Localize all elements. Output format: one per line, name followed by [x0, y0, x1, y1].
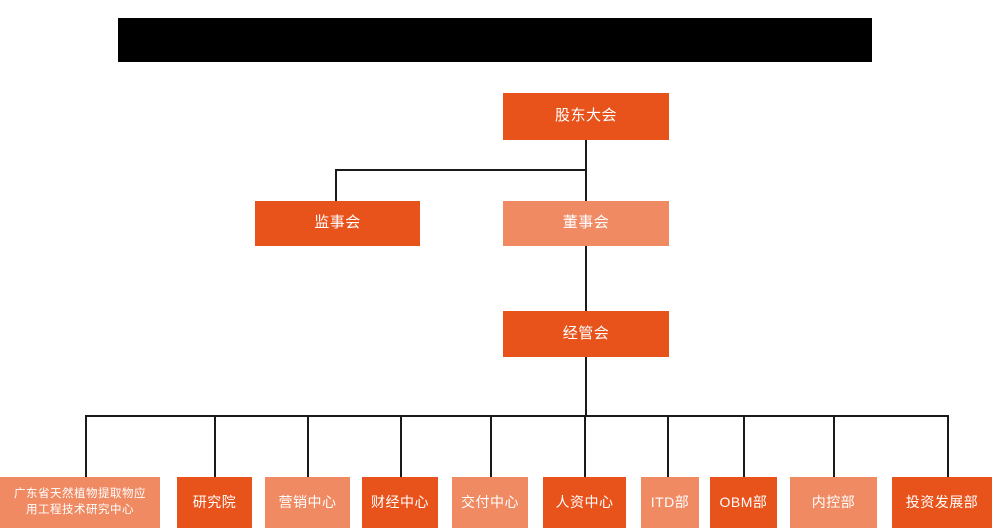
node-research-institute[interactable]: 研究院: [177, 477, 252, 528]
node-marketing-center[interactable]: 营销中心: [265, 477, 350, 528]
connector-drop-itd-dept: [667, 415, 669, 477]
node-investment-dev-dept[interactable]: 投资发展部: [892, 477, 992, 528]
node-shareholders[interactable]: 股东大会: [503, 93, 669, 140]
connector-drop-investment-dev-dept: [947, 415, 949, 477]
connector-shareholders-down: [585, 140, 587, 170]
node-finance-center-label: 财经中心: [371, 493, 429, 510]
node-marketing-center-label: 营销中心: [278, 493, 337, 510]
node-management-label: 经管会: [562, 324, 610, 342]
connector-drop-gd-research-center: [85, 415, 87, 477]
connector-drop-internal-control-dept: [833, 415, 835, 477]
node-finance-center[interactable]: 财经中心: [362, 477, 438, 528]
node-directors[interactable]: 董事会: [503, 201, 669, 246]
connector-management-down: [585, 357, 587, 417]
connector-supervisors-drop: [335, 169, 337, 201]
connector-drop-hr-center: [584, 415, 586, 477]
connector-drop-finance-center: [400, 415, 402, 477]
node-obm-dept[interactable]: OBM部: [710, 477, 777, 528]
connector-directors-management: [585, 241, 587, 311]
node-hr-center-label: 人资中心: [555, 493, 614, 510]
connector-level2-bus: [335, 169, 587, 171]
node-supervisors-label: 监事会: [314, 214, 361, 232]
redacted-title-bar: [118, 18, 872, 62]
connector-departments-bus: [85, 415, 949, 417]
node-supervisors[interactable]: 监事会: [255, 201, 420, 246]
connector-drop-obm-dept: [743, 415, 745, 477]
node-hr-center[interactable]: 人资中心: [543, 477, 626, 528]
node-research-institute-label: 研究院: [192, 493, 237, 510]
node-gd-research-center-label: 广东省天然植物提取物应 用工程技术研究中心: [14, 487, 146, 516]
node-internal-control-dept-label: 内控部: [811, 493, 856, 510]
node-itd-dept[interactable]: ITD部: [641, 477, 699, 528]
node-gd-research-center[interactable]: 广东省天然植物提取物应 用工程技术研究中心: [0, 477, 160, 528]
node-itd-dept-label: ITD部: [650, 493, 690, 510]
node-internal-control-dept[interactable]: 内控部: [790, 477, 877, 528]
connector-drop-research-institute: [214, 415, 216, 477]
connector-drop-marketing-center: [307, 415, 309, 477]
node-obm-dept-label: OBM部: [719, 493, 768, 510]
node-management[interactable]: 经管会: [503, 311, 669, 357]
connector-drop-delivery-center: [490, 415, 492, 477]
node-delivery-center-label: 交付中心: [461, 493, 519, 510]
node-investment-dev-dept-label: 投资发展部: [905, 493, 979, 510]
node-shareholders-label: 股东大会: [554, 107, 617, 125]
node-directors-label: 董事会: [562, 214, 610, 232]
node-delivery-center[interactable]: 交付中心: [452, 477, 528, 528]
connector-directors-drop: [585, 169, 587, 201]
